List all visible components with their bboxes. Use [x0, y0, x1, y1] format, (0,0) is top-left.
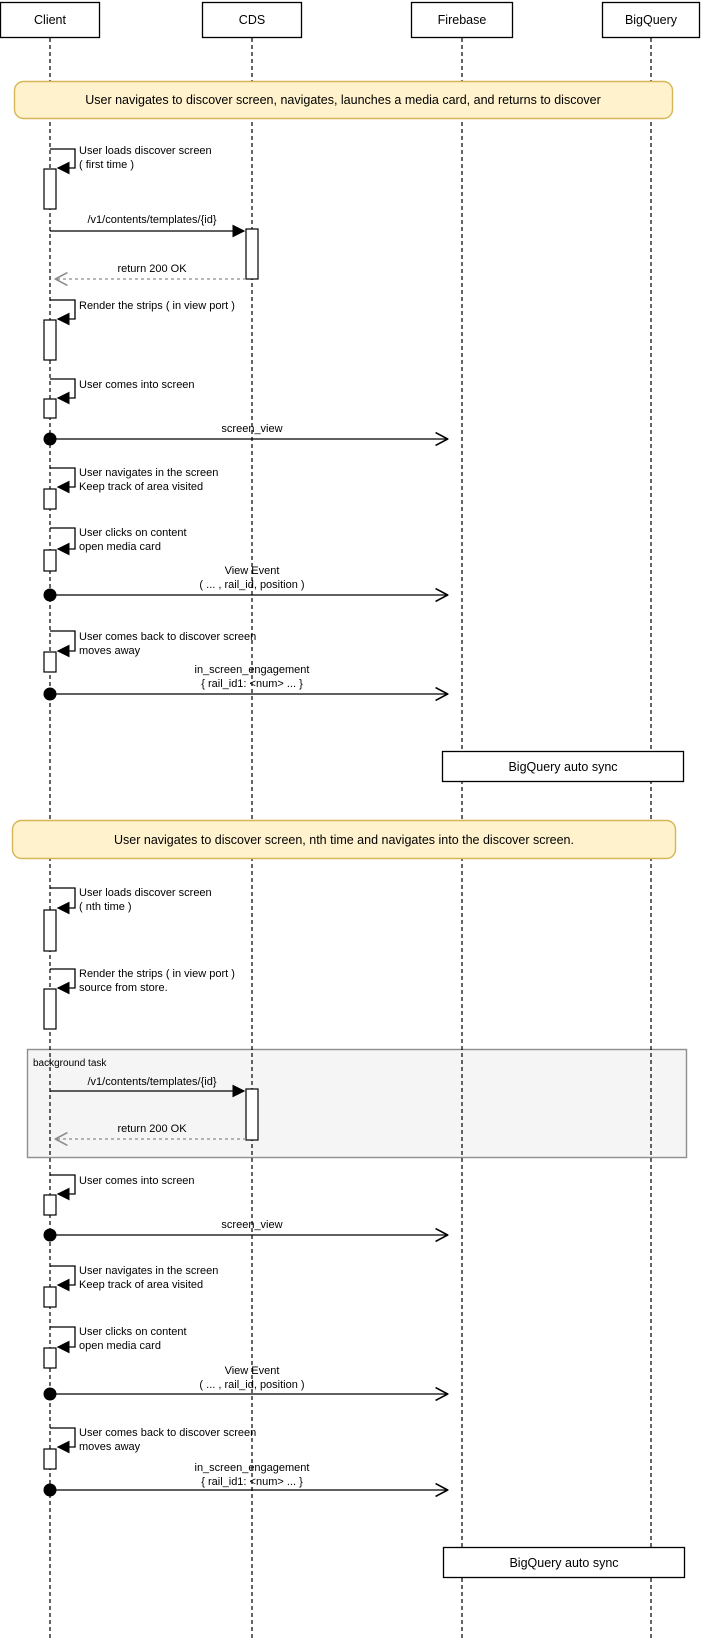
- message-label: /v1/contents/templates/{id}: [87, 214, 216, 226]
- message-return-200-1: return 200 OK: [56, 263, 246, 279]
- message-label: open media card: [79, 541, 161, 553]
- message-label: return 200 OK: [117, 263, 187, 275]
- actor-client: Client: [0, 1, 101, 39]
- self-message-navigates-2: User navigates in the screen Keep track …: [43, 1265, 218, 1308]
- found-message-circle: [43, 588, 57, 602]
- message-screen-view-2: screen_view: [43, 1219, 448, 1242]
- self-message-render-strips-1: Render the strips ( in view port ): [43, 299, 235, 361]
- message-label: { rail_id1: <num> ... }: [201, 678, 303, 690]
- message-label: source from store.: [79, 982, 168, 994]
- found-message-circle: [43, 1387, 57, 1401]
- message-label: Render the strips ( in view port ): [79, 300, 235, 312]
- activation-bar: [43, 1347, 57, 1369]
- activation-bar: [245, 1088, 259, 1141]
- message-label: User comes into screen: [79, 379, 195, 391]
- message-label: in_screen_engagement: [195, 664, 310, 676]
- sync-box-label: BigQuery auto sync: [508, 760, 617, 774]
- activation-bar: [43, 319, 57, 361]
- message-view-event-2: View Event ( ... , rail_id, position ): [43, 1365, 448, 1401]
- message-label: User clicks on content: [79, 527, 187, 539]
- actor-cds: CDS: [201, 1, 303, 39]
- activation-bar: [43, 1194, 57, 1216]
- frame-background-task: background task: [26, 1048, 688, 1159]
- self-message-comes-into-2: User comes into screen: [43, 1174, 195, 1216]
- message-label: User loads discover screen: [79, 887, 212, 899]
- message-label: Keep track of area visited: [79, 481, 203, 493]
- message-label: Keep track of area visited: [79, 1279, 203, 1291]
- actor-client-label: Client: [34, 13, 66, 27]
- activation-bar: [43, 168, 57, 210]
- message-label: screen_view: [221, 423, 282, 435]
- message-label: return 200 OK: [117, 1123, 187, 1135]
- message-label: /v1/contents/templates/{id}: [87, 1076, 216, 1088]
- message-label: ( first time ): [79, 159, 134, 171]
- message-label: open media card: [79, 1340, 161, 1352]
- message-label: User navigates in the screen: [79, 467, 218, 479]
- message-label: { rail_id1: <num> ... }: [201, 1476, 303, 1488]
- message-screen-view-1: screen_view: [43, 423, 448, 446]
- activation-bar: [43, 1286, 57, 1308]
- message-label: User navigates in the screen: [79, 1265, 218, 1277]
- activation-bar: [43, 909, 57, 952]
- self-message-render-strips-2: Render the strips ( in view port ) sourc…: [43, 968, 235, 1030]
- note-scenario-2-text: User navigates to discover screen, nth t…: [114, 833, 574, 847]
- message-label: User comes into screen: [79, 1175, 195, 1187]
- actor-cds-label: CDS: [239, 13, 265, 27]
- message-label: screen_view: [221, 1219, 282, 1231]
- self-message-clicks-1: User clicks on content open media card: [43, 527, 187, 572]
- message-label: User comes back to discover screen: [79, 1427, 256, 1439]
- message-request-templates-2: /v1/contents/templates/{id}: [50, 1076, 259, 1141]
- self-message-comes-back-1: User comes back to discover screen moves…: [43, 630, 256, 673]
- activation-bar: [43, 651, 57, 673]
- found-message-circle: [43, 1228, 57, 1242]
- activation-bar: [245, 228, 259, 280]
- found-message-circle: [43, 1483, 57, 1497]
- frame-label: background task: [33, 1058, 107, 1069]
- actor-firebase-label: Firebase: [438, 13, 487, 27]
- message-label: User comes back to discover screen: [79, 631, 256, 643]
- message-label: ( ... , rail_id, position ): [199, 579, 304, 591]
- activation-bar: [43, 398, 57, 419]
- bigquery-sync-box-2: BigQuery auto sync: [442, 1546, 686, 1579]
- self-message-comes-into-1: User comes into screen: [43, 378, 195, 419]
- message-label: ( ... , rail_id, position ): [199, 1379, 304, 1391]
- message-label: User clicks on content: [79, 1326, 187, 1338]
- message-label: moves away: [79, 1441, 141, 1453]
- message-return-200-2: return 200 OK: [56, 1123, 246, 1139]
- sync-box-label: BigQuery auto sync: [509, 1556, 618, 1570]
- activation-bar: [43, 549, 57, 572]
- activation-bar: [43, 1448, 57, 1470]
- message-label: View Event: [225, 1365, 280, 1377]
- bigquery-sync-box-1: BigQuery auto sync: [441, 750, 685, 783]
- self-message-load-first: User loads discover screen ( first time …: [43, 145, 212, 210]
- activation-bar: [43, 988, 57, 1030]
- actor-firebase: Firebase: [410, 1, 514, 39]
- message-label: ( nth time ): [79, 901, 132, 913]
- message-engagement-2: in_screen_engagement { rail_id1: <num> .…: [43, 1462, 448, 1497]
- actor-bigquery-label: BigQuery: [625, 13, 678, 27]
- message-label: View Event: [225, 565, 280, 577]
- message-request-templates-1: /v1/contents/templates/{id}: [50, 214, 259, 280]
- message-label: in_screen_engagement: [195, 1462, 310, 1474]
- note-scenario-1-text: User navigates to discover screen, navig…: [85, 93, 601, 107]
- message-engagement-1: in_screen_engagement { rail_id1: <num> .…: [43, 664, 448, 701]
- self-message-navigates-1: User navigates in the screen Keep track …: [43, 467, 218, 510]
- self-message-load-nth: User loads discover screen ( nth time ): [43, 887, 212, 952]
- note-scenario-2: User navigates to discover screen, nth t…: [11, 819, 677, 860]
- note-scenario-1: User navigates to discover screen, navig…: [13, 80, 674, 120]
- actor-bigquery: BigQuery: [601, 1, 701, 39]
- message-view-event-1: View Event ( ... , rail_id, position ): [43, 565, 448, 602]
- message-label: User loads discover screen: [79, 145, 212, 157]
- found-message-circle: [43, 432, 57, 446]
- self-message-comes-back-2: User comes back to discover screen moves…: [43, 1427, 256, 1470]
- activation-bar: [43, 488, 57, 510]
- message-label: moves away: [79, 645, 141, 657]
- found-message-circle: [43, 687, 57, 701]
- self-message-clicks-2: User clicks on content open media card: [43, 1326, 187, 1369]
- message-label: Render the strips ( in view port ): [79, 968, 235, 980]
